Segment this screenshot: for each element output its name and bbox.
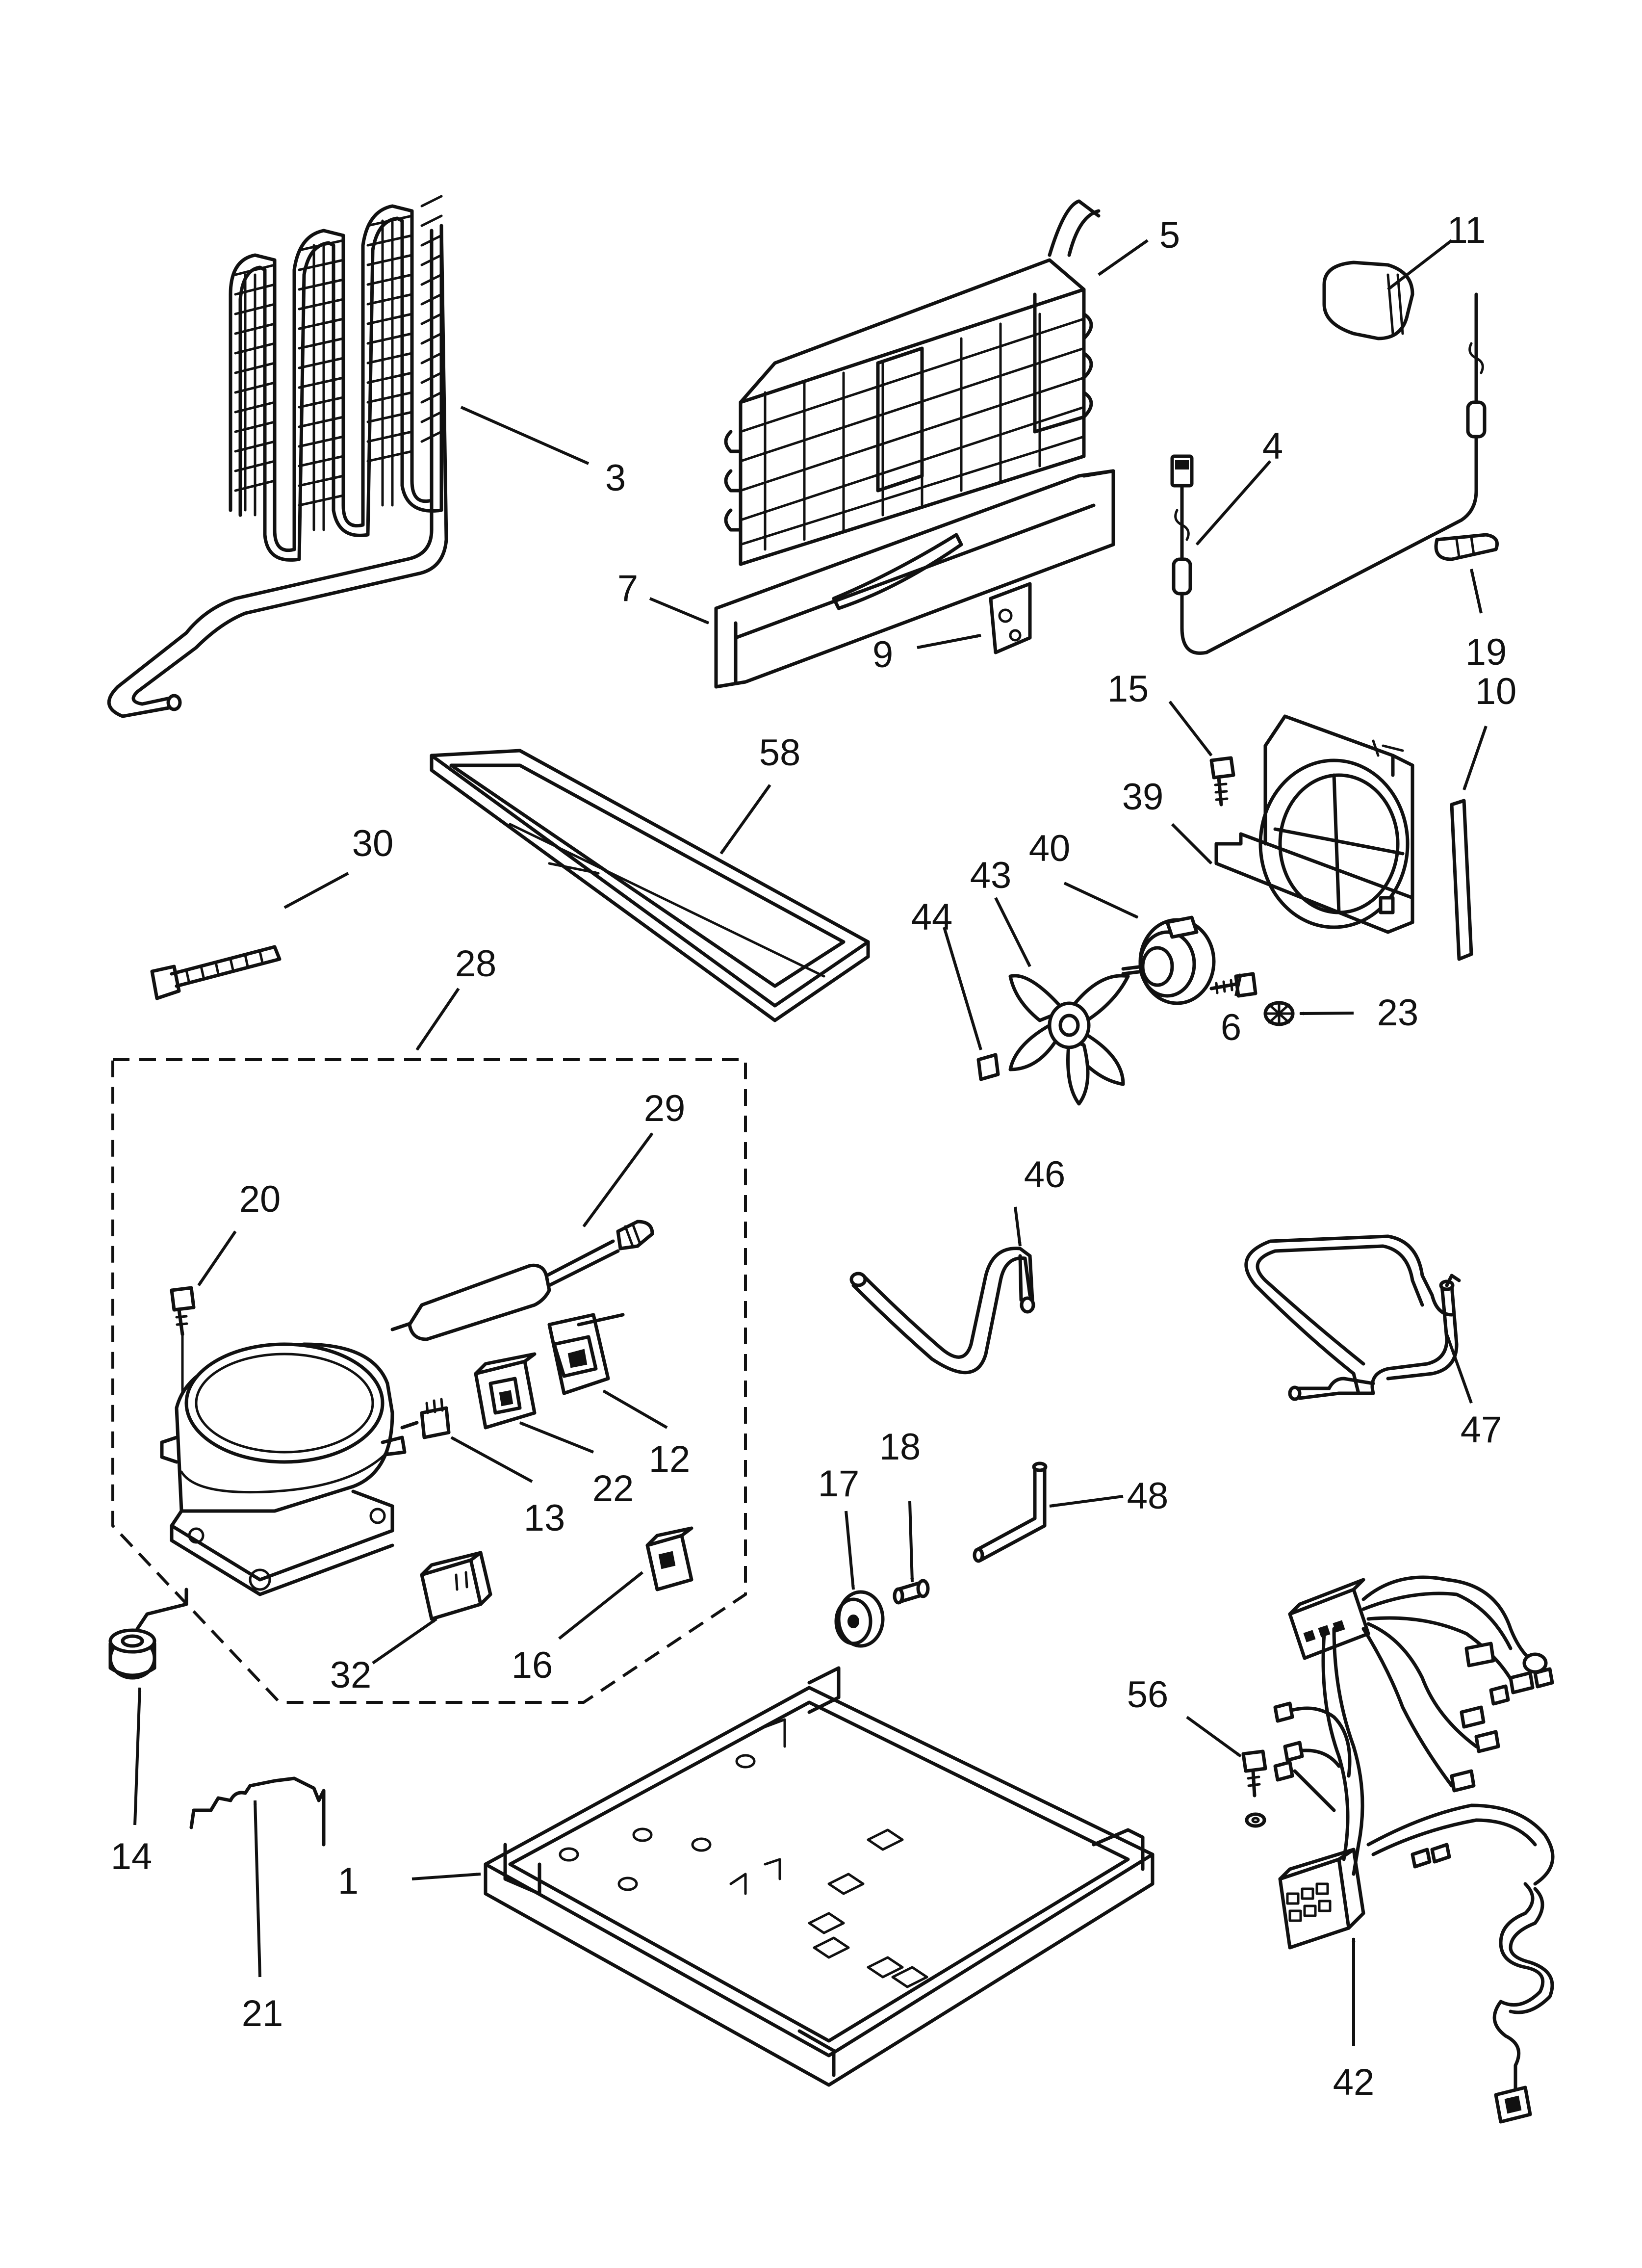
base-frame [484,1666,1155,2087]
filter-drier [390,1220,654,1341]
callout-28: 28 [455,943,497,985]
callout-14: 14 [111,1836,153,1877]
callout-13: 13 [524,1497,565,1539]
roller-pin [893,1579,930,1605]
evaporator-coil [724,199,1101,566]
gasket-strip [1450,799,1473,961]
start-relay [474,1352,537,1430]
mounting-bracket [989,582,1032,654]
callout-21: 21 [242,1993,283,2034]
callout-58: 58 [759,732,801,774]
shroud-screw [1209,756,1235,807]
fan-motor [1121,915,1216,1005]
fan-shroud [1214,714,1414,934]
callout-29: 29 [644,1088,686,1129]
callout-42: 42 [1333,2061,1375,2103]
callout-43: 43 [970,855,1012,896]
callout-7: 7 [617,568,638,609]
callout-46: 46 [1024,1154,1066,1196]
callout-56: 56 [1127,1674,1169,1716]
callout-17: 17 [818,1463,860,1505]
callout-19: 19 [1465,631,1507,673]
callout-23: 23 [1377,992,1419,1034]
callout-4: 4 [1262,425,1283,467]
callout-39: 39 [1122,776,1164,818]
drain-tube [849,1247,1035,1375]
callout-30: 30 [352,823,394,864]
callout-16: 16 [512,1644,553,1686]
callout-11: 11 [1447,209,1486,251]
callout-labels: 1 3 4 5 6 7 9 10 11 12 13 14 15 16 17 18… [111,209,1517,2103]
harness-screw [1241,1749,1267,1828]
callout-5: 5 [1159,214,1180,256]
harness-connector [645,1526,693,1591]
fan-blade [1008,974,1130,1106]
sensor-clip [1434,533,1499,561]
callout-10: 10 [1475,671,1517,712]
callout-47: 47 [1461,1409,1502,1451]
condenser-coil [107,195,448,718]
thermistor-sensor [1170,292,1487,655]
callout-22: 22 [592,1468,634,1510]
motor-grommet [1263,1001,1295,1026]
callout-44: 44 [911,896,953,938]
motor-screw [1209,972,1257,998]
callout-15: 15 [1107,668,1149,710]
callout-6: 6 [1221,1007,1241,1048]
callout-3: 3 [605,457,626,499]
evaporator-trough [714,469,1115,689]
callout-40: 40 [1029,828,1071,869]
cable-tie [150,945,282,1000]
leader-lines [133,239,1488,2046]
callout-9: 9 [872,634,893,676]
compressor-grommet [108,1628,156,1680]
callout-48: 48 [1127,1475,1169,1517]
terminal-connector [400,1398,451,1439]
connector-tube [973,1461,1048,1563]
compressor [135,1342,407,1631]
callout-12: 12 [649,1438,691,1480]
callout-18: 18 [879,1426,921,1468]
drip-tray [430,749,870,1022]
wire-harness [1273,1575,1555,2124]
callout-20: 20 [239,1178,281,1220]
wire-retainer [189,1776,326,1847]
run-capacitor [420,1551,492,1621]
tubing-assembly [1244,1234,1461,1401]
callout-1: 1 [338,1860,359,1902]
thermostat-cap [1322,261,1414,340]
blade-clip [976,1053,1000,1081]
callout-32: 32 [330,1654,372,1696]
compressor-kit-boundary [111,1058,747,1704]
roller [834,1590,885,1648]
overload-protector [547,1313,625,1395]
